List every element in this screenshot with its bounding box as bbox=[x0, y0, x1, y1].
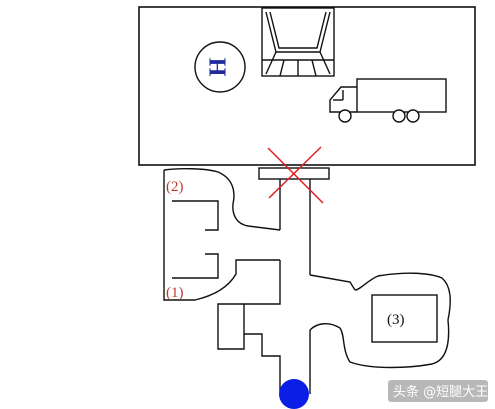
helipad-icon: H bbox=[194, 41, 246, 93]
hangar-structure bbox=[261, 7, 335, 77]
position-dot-icon bbox=[279, 379, 309, 409]
area-1-label: (1) bbox=[166, 285, 184, 301]
room-3-box bbox=[371, 294, 438, 343]
area-2-label: (2) bbox=[166, 179, 184, 195]
corridor bbox=[217, 260, 451, 394]
watermark-text: 头条 @短腿大王 bbox=[393, 384, 488, 400]
watermark: 头条 @短腿大王 bbox=[388, 380, 488, 402]
helipad-letter: H bbox=[206, 57, 232, 76]
area-3-label: (3) bbox=[387, 312, 405, 328]
truck-icon bbox=[329, 78, 447, 123]
left-room-outline bbox=[163, 167, 281, 301]
exit-doorway bbox=[258, 167, 330, 275]
left-room-bracket bbox=[172, 200, 219, 279]
compound-building bbox=[138, 6, 476, 166]
x-mark-icon bbox=[267, 146, 324, 204]
